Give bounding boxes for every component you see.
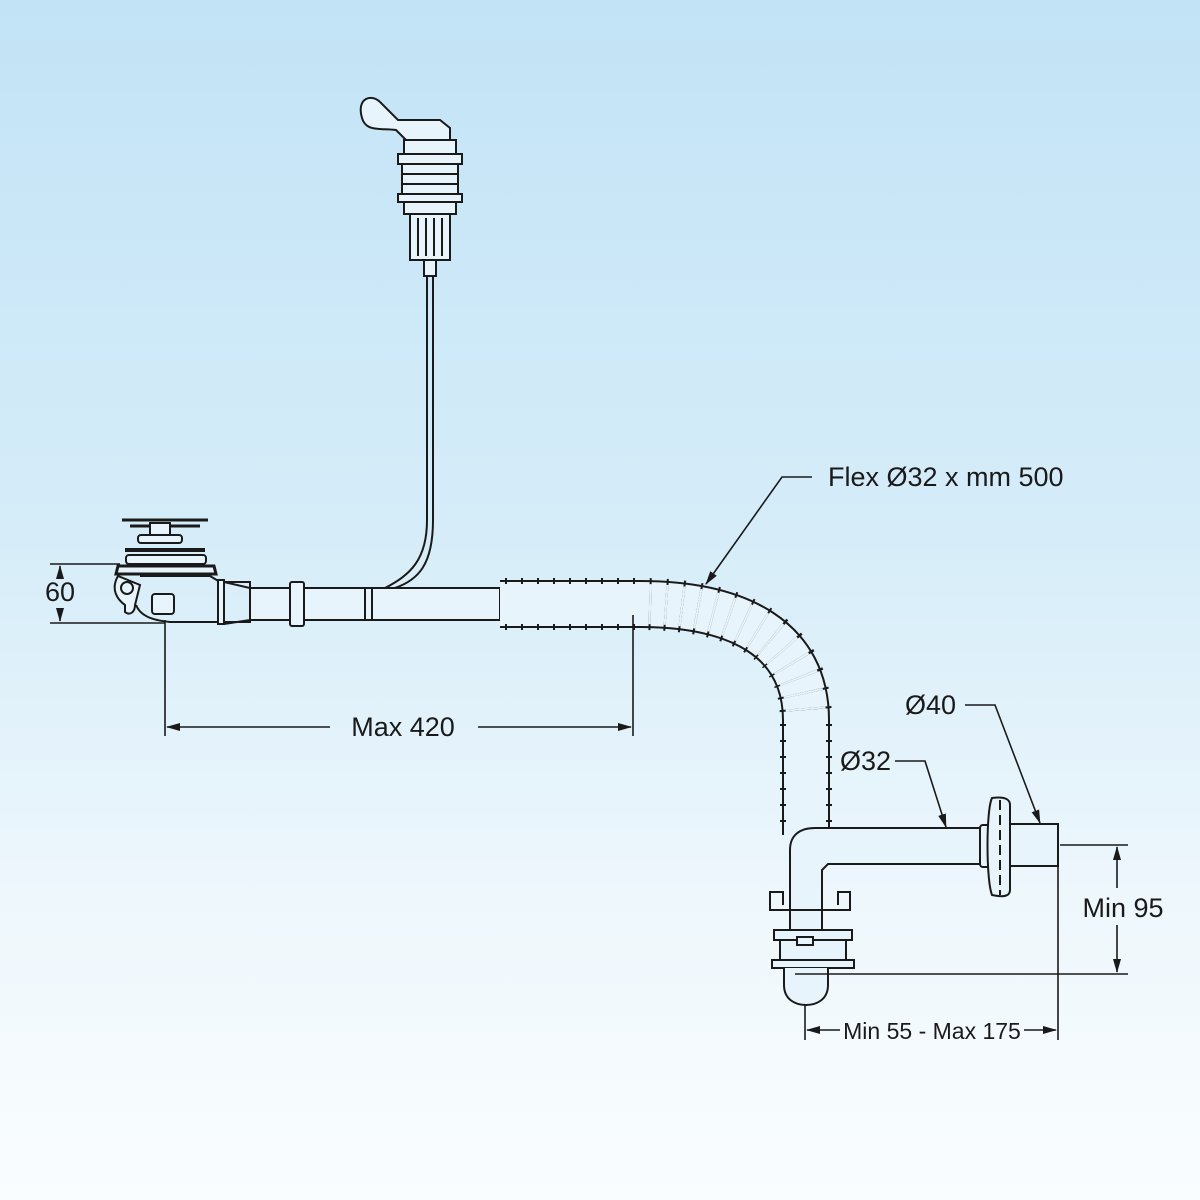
control-knob — [359, 96, 463, 277]
dimension-min55-max175: Min 55 - Max 175 — [804, 866, 1059, 1044]
outlet-pipe — [249, 581, 501, 627]
flexible-hose — [500, 578, 832, 835]
dimension-60: 60 — [45, 563, 165, 624]
drain-plug — [113, 518, 251, 625]
dimension-min-95: Min 95 — [795, 844, 1164, 975]
dimension-max-420: Max 420 — [164, 615, 634, 742]
flex-callout: Flex Ø32 x mm 500 — [705, 462, 1064, 585]
bottle-trap — [769, 796, 1059, 1007]
label-dia-32: Ø32 — [840, 746, 891, 776]
label-max-420: Max 420 — [351, 712, 455, 742]
label-dia-40: Ø40 — [905, 690, 956, 720]
label-min55-max175: Min 55 - Max 175 — [843, 1018, 1021, 1044]
control-cable — [384, 276, 434, 589]
label-min-95: Min 95 — [1082, 893, 1163, 923]
dia-32-callout: Ø32 — [840, 746, 947, 828]
label-60: 60 — [45, 577, 75, 607]
dia-40-callout: Ø40 — [905, 690, 1041, 824]
label-flex: Flex Ø32 x mm 500 — [828, 462, 1064, 492]
